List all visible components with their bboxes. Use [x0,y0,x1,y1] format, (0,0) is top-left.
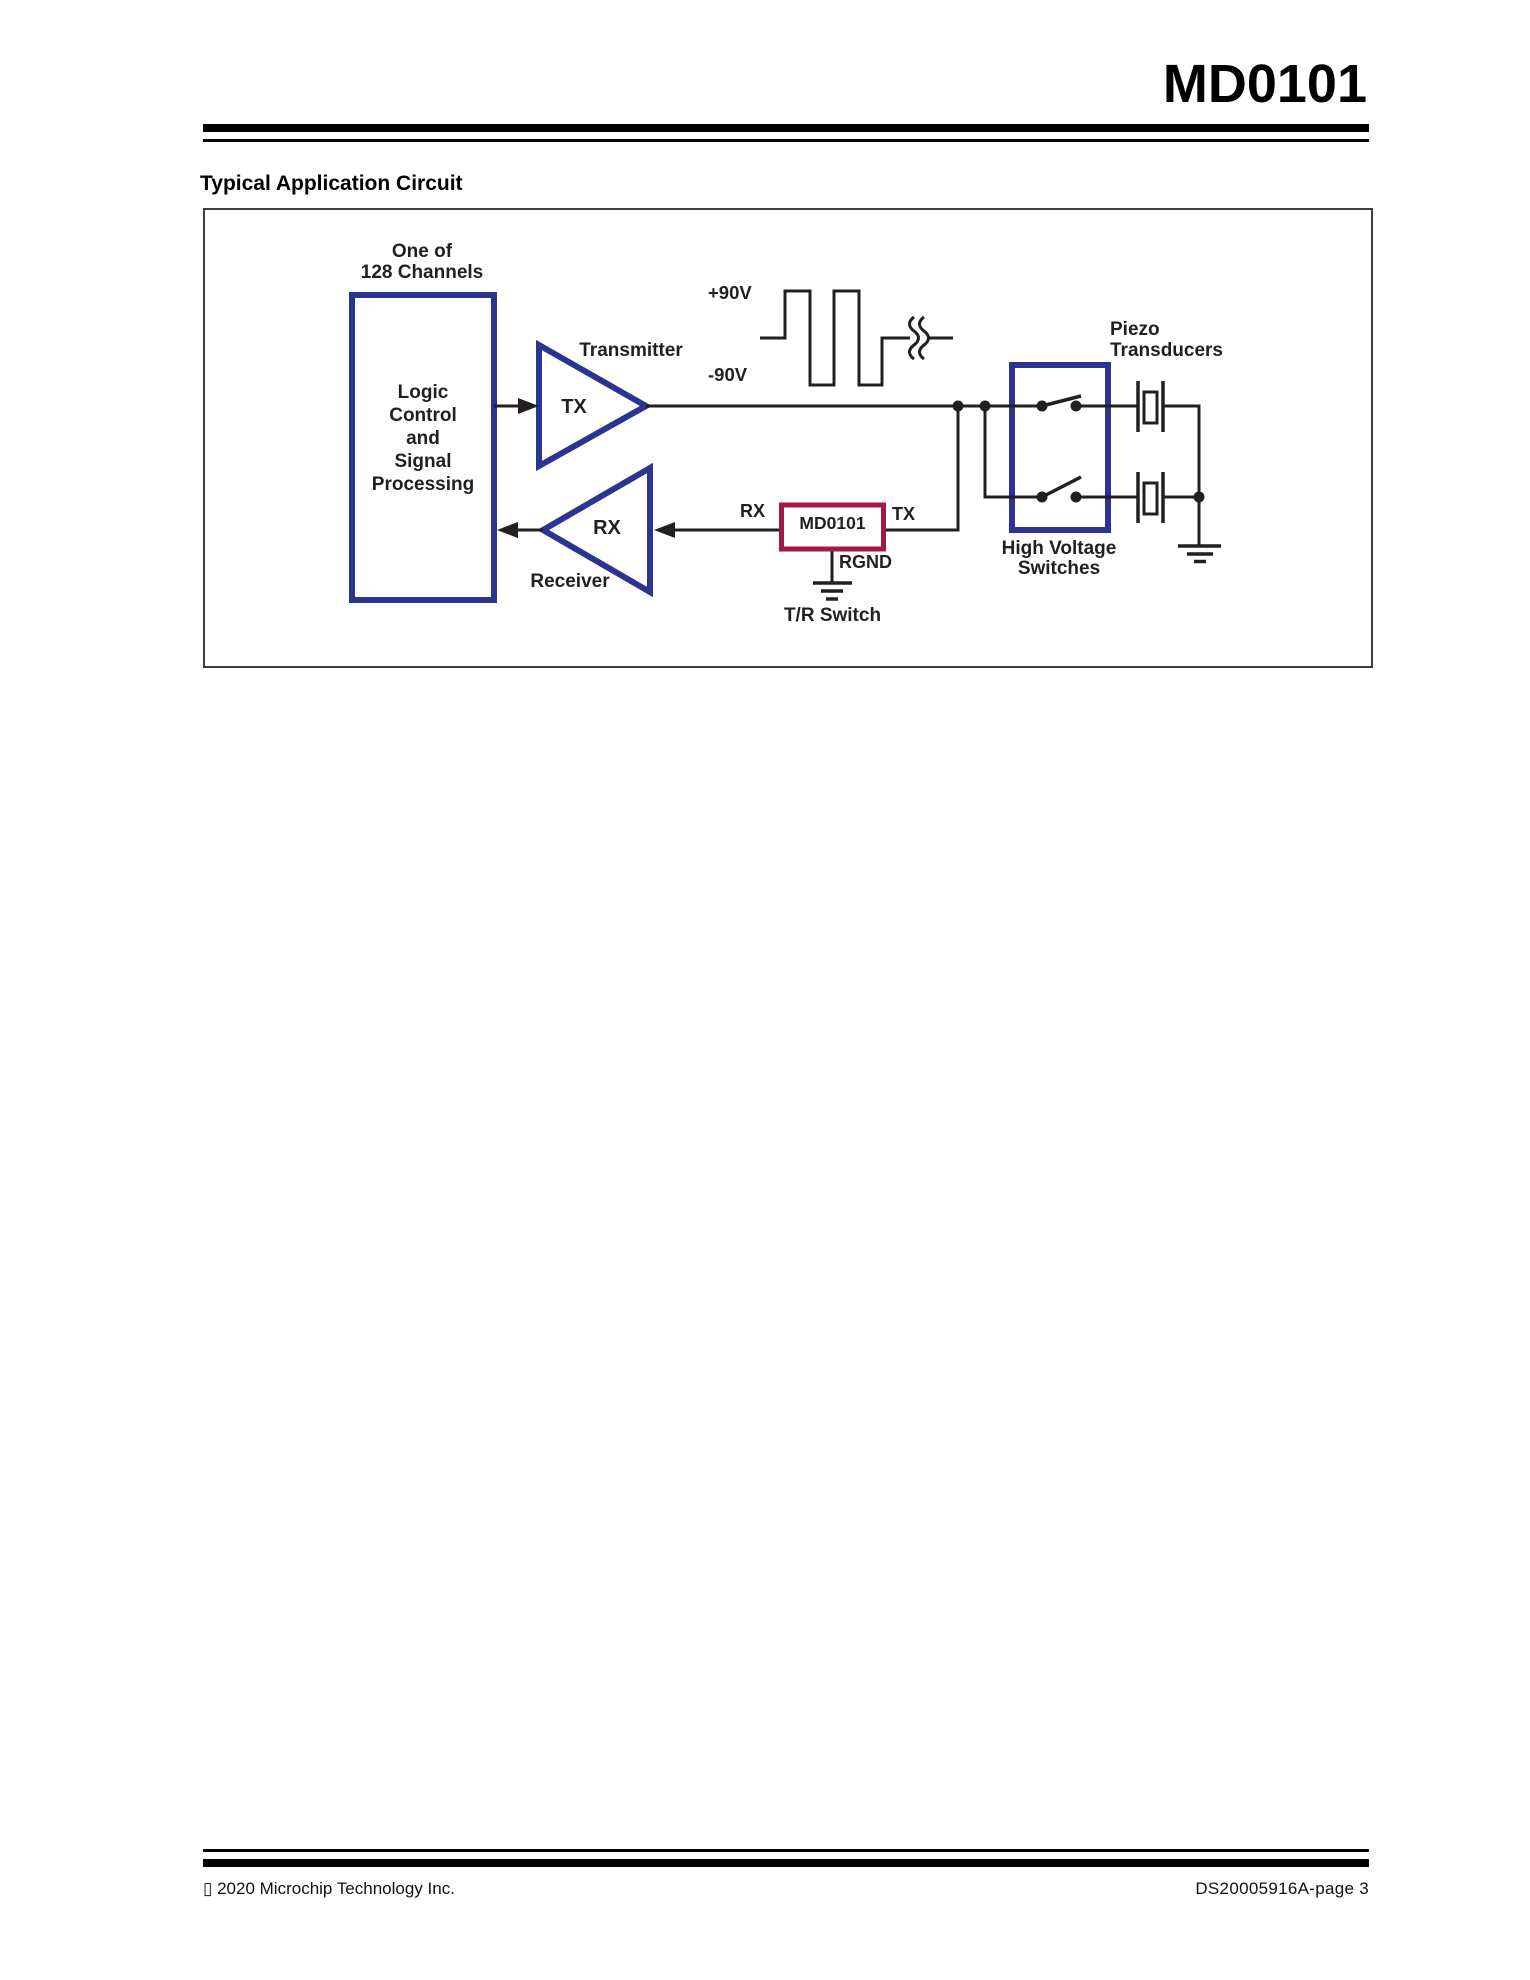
channels-label-line2: 128 Channels [360,262,484,283]
logic-line: Control [389,405,457,426]
hv-switches-label: High Voltage Switches [981,539,1137,579]
rgnd-label: RGND [839,552,892,572]
logic-box [349,292,497,603]
section-heading: Typical Application Circuit [200,172,463,195]
missing-glyph-icon: ▯ [203,1879,213,1898]
footer-rule-thin [203,1849,1369,1852]
crystal [1142,390,1159,425]
tx-pulse-waveform [760,289,953,387]
rx-amp-triangle [537,462,653,598]
arrow-into-tx-icon [518,398,539,414]
rgnd-ground-icon [813,581,852,601]
line-break-icon [918,315,930,361]
piezo-top-return-wire [1163,404,1201,497]
chip-tx-wire [884,406,960,532]
switch-contact [1070,491,1082,503]
ground-icon [1178,544,1221,564]
switch-contact [1036,400,1048,412]
branch-wire [983,406,1042,499]
footer-doc-ref: DS20005916A-page 3 [1195,1879,1369,1898]
piezo-label-line2: Transducers [1110,340,1223,361]
arrow-into-logic-icon [497,522,518,538]
md0101-chip-box [779,502,886,552]
copyright-text: 2020 Microchip Technology Inc. [217,1879,455,1898]
logic-line: Signal [394,451,452,472]
minus-rail-label: -90V [708,364,748,385]
circuit-graphics [349,289,1221,603]
tr-switch-label: T/R Switch [783,605,882,626]
transmitter-label: Transmitter [579,340,683,361]
hv-switch-top-icon [1036,394,1082,412]
logic-line: Processing [371,474,475,495]
application-circuit-figure: One of 128 Channels Logic Control and Si… [203,208,1373,668]
channels-label: One of 128 Channels [322,241,522,283]
header-rule-thin [203,139,1369,142]
hv-label-line2: Switches [1017,558,1101,579]
piezo-label: Piezo Transducers [1110,319,1223,361]
page-title: MD0101 [1162,54,1367,114]
wires [494,404,1201,582]
footer-rule-thick [203,1859,1369,1867]
rx-amp-label: RX [593,517,621,539]
header-rule-thick [203,124,1369,132]
arrow-into-rx-icon [654,522,675,538]
hv-switch-bottom-icon [1036,475,1082,503]
junction-dot [1193,491,1205,503]
footer-copyright: ▯ 2020 Microchip Technology Inc. [203,1879,455,1899]
rx-pin-label: RX [740,501,766,521]
tx-pin-label: TX [892,504,916,524]
line-break-icon [908,315,920,361]
piezo-transducer-top-icon [1136,381,1165,432]
receiver-label: Receiver [530,571,610,592]
high-voltage-switches-box [1009,362,1111,533]
logic-line: and [406,428,440,449]
hv-label-line1: High Voltage [1001,538,1117,559]
tx-amp-triangle [536,339,653,472]
footer: ▯ 2020 Microchip Technology Inc. DS20005… [203,1879,1369,1899]
logic-box-label: Logic Control and Signal Processing [323,381,523,496]
waveform-path [760,289,910,387]
junction-dot [979,400,991,412]
crystal [1142,481,1159,516]
switch-contact [1036,491,1048,503]
piezo-label-line1: Piezo [1110,319,1160,340]
switch-contact [1070,400,1082,412]
tx-amp-label: TX [561,396,587,418]
logic-line: Logic [397,382,449,403]
junction-dot [952,400,964,412]
channels-label-line1: One of [391,241,453,262]
switch-lever [1041,475,1082,499]
chip-label: MD0101 [799,513,866,533]
piezo-transducer-bottom-icon [1136,472,1165,523]
plus-rail-label: +90V [708,282,752,303]
switch-lever [1041,394,1082,408]
